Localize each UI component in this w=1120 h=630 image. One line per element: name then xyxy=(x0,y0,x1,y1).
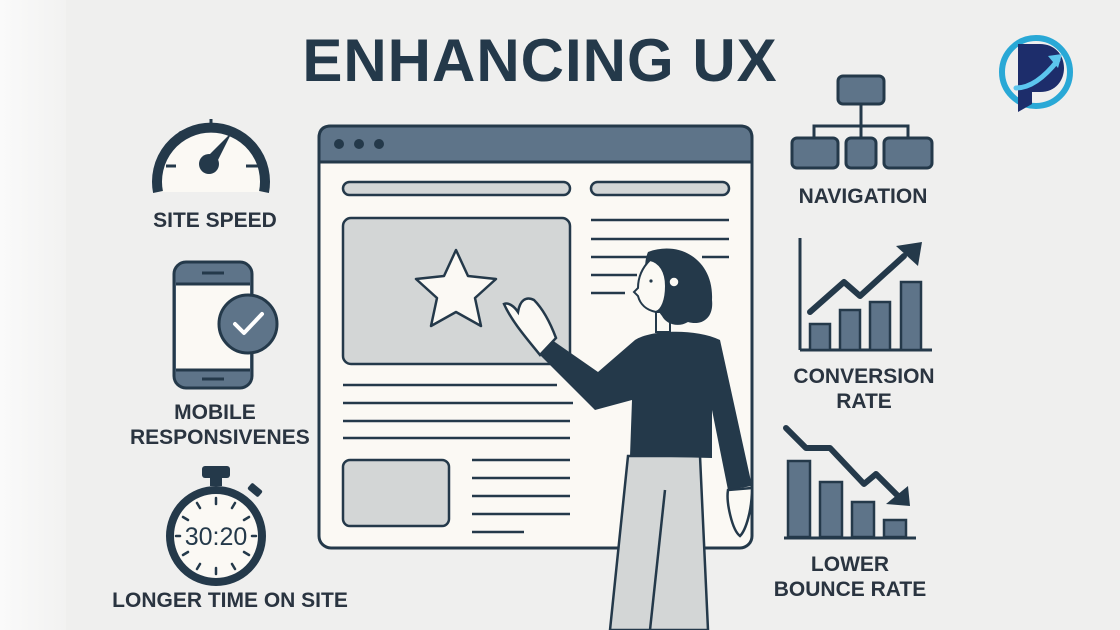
bar-chart-rising-icon xyxy=(798,238,932,352)
page-title: ENHANCING UX xyxy=(302,27,778,94)
speedometer-icon xyxy=(152,119,270,193)
mobile-label-line1: MOBILE xyxy=(174,401,256,424)
bar-chart-falling-icon xyxy=(783,425,916,540)
conversion-label-line1: CONVERSION xyxy=(793,365,935,388)
stopwatch-icon: 30:20 xyxy=(166,466,266,586)
bounce-label-line1: LOWER xyxy=(810,553,890,576)
mobile-label-line2: RESPONSIVENES xyxy=(130,426,310,449)
timer-text: 30:20 xyxy=(185,523,248,551)
brand-logo-icon xyxy=(999,35,1073,112)
site-speed-label: SITE SPEED xyxy=(153,209,277,232)
bounce-label-line2: BOUNCE RATE xyxy=(773,578,927,601)
sitemap-hierarchy-icon xyxy=(790,74,934,170)
left-edge-band xyxy=(0,0,66,630)
smartphone-check-icon xyxy=(172,260,279,390)
navigation-label: NAVIGATION xyxy=(798,185,928,208)
time-on-site-label: LONGER TIME ON SITE xyxy=(112,589,348,612)
conversion-label-line2: RATE xyxy=(836,390,892,413)
star-icon xyxy=(414,248,498,328)
woman-pointing-illustration xyxy=(502,248,754,630)
